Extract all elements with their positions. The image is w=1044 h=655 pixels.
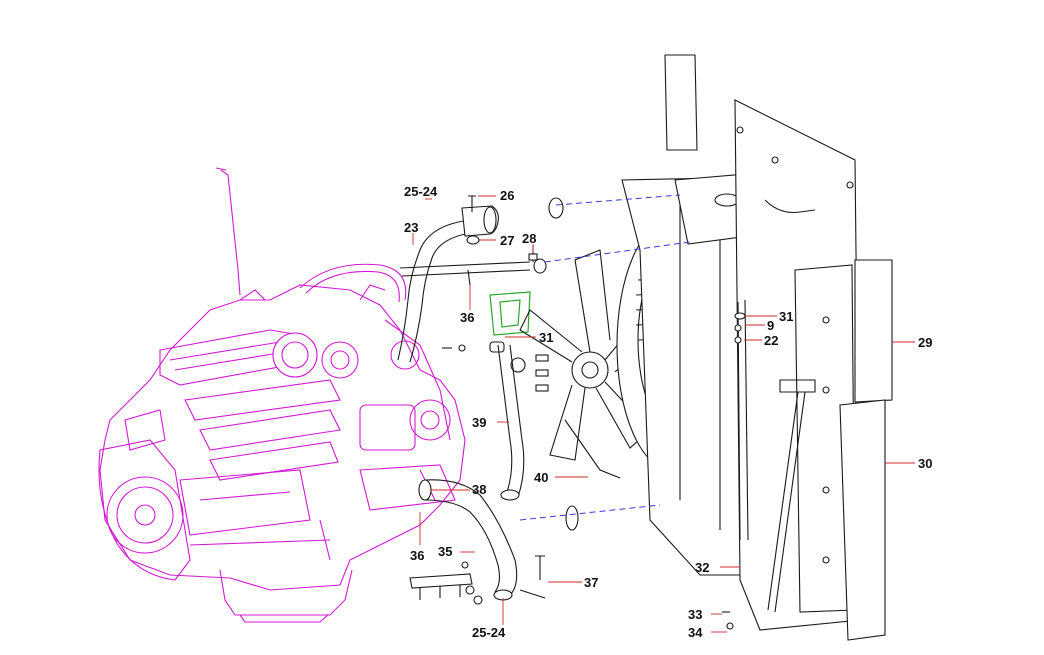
callout-31-left: 31 bbox=[539, 330, 553, 345]
callout-37: 37 bbox=[584, 575, 598, 590]
callout-33: 33 bbox=[688, 607, 702, 622]
callout-9: 9 bbox=[767, 318, 774, 333]
callout-36-bottom: 36 bbox=[410, 548, 424, 563]
radiator-drawing bbox=[548, 54, 893, 641]
callout-34: 34 bbox=[688, 625, 703, 640]
callout-27: 27 bbox=[500, 233, 514, 248]
callout-31-right: 31 bbox=[779, 309, 793, 324]
callout-36-top: 36 bbox=[460, 310, 474, 325]
engine-drawing bbox=[98, 167, 466, 623]
callout-labels: 25-24 26 23 27 28 36 31 39 40 38 36 35 3… bbox=[404, 184, 932, 640]
callout-25-24-top: 25-24 bbox=[404, 184, 438, 199]
callout-35: 35 bbox=[438, 544, 452, 559]
callout-40: 40 bbox=[534, 470, 548, 485]
callout-38: 38 bbox=[472, 482, 486, 497]
callout-23: 23 bbox=[404, 220, 418, 235]
callout-22: 22 bbox=[764, 333, 778, 348]
upper-hose-assembly bbox=[397, 195, 549, 392]
callout-26: 26 bbox=[500, 188, 514, 203]
callout-30: 30 bbox=[918, 456, 932, 471]
callout-25-24-bottom: 25-24 bbox=[472, 625, 506, 640]
callout-29: 29 bbox=[918, 335, 932, 350]
lower-hose-assembly bbox=[409, 344, 546, 605]
callout-32: 32 bbox=[695, 560, 709, 575]
callout-39: 39 bbox=[472, 415, 486, 430]
callout-leaders bbox=[412, 195, 915, 633]
alignment-lines bbox=[519, 194, 691, 521]
callout-28: 28 bbox=[522, 231, 536, 246]
